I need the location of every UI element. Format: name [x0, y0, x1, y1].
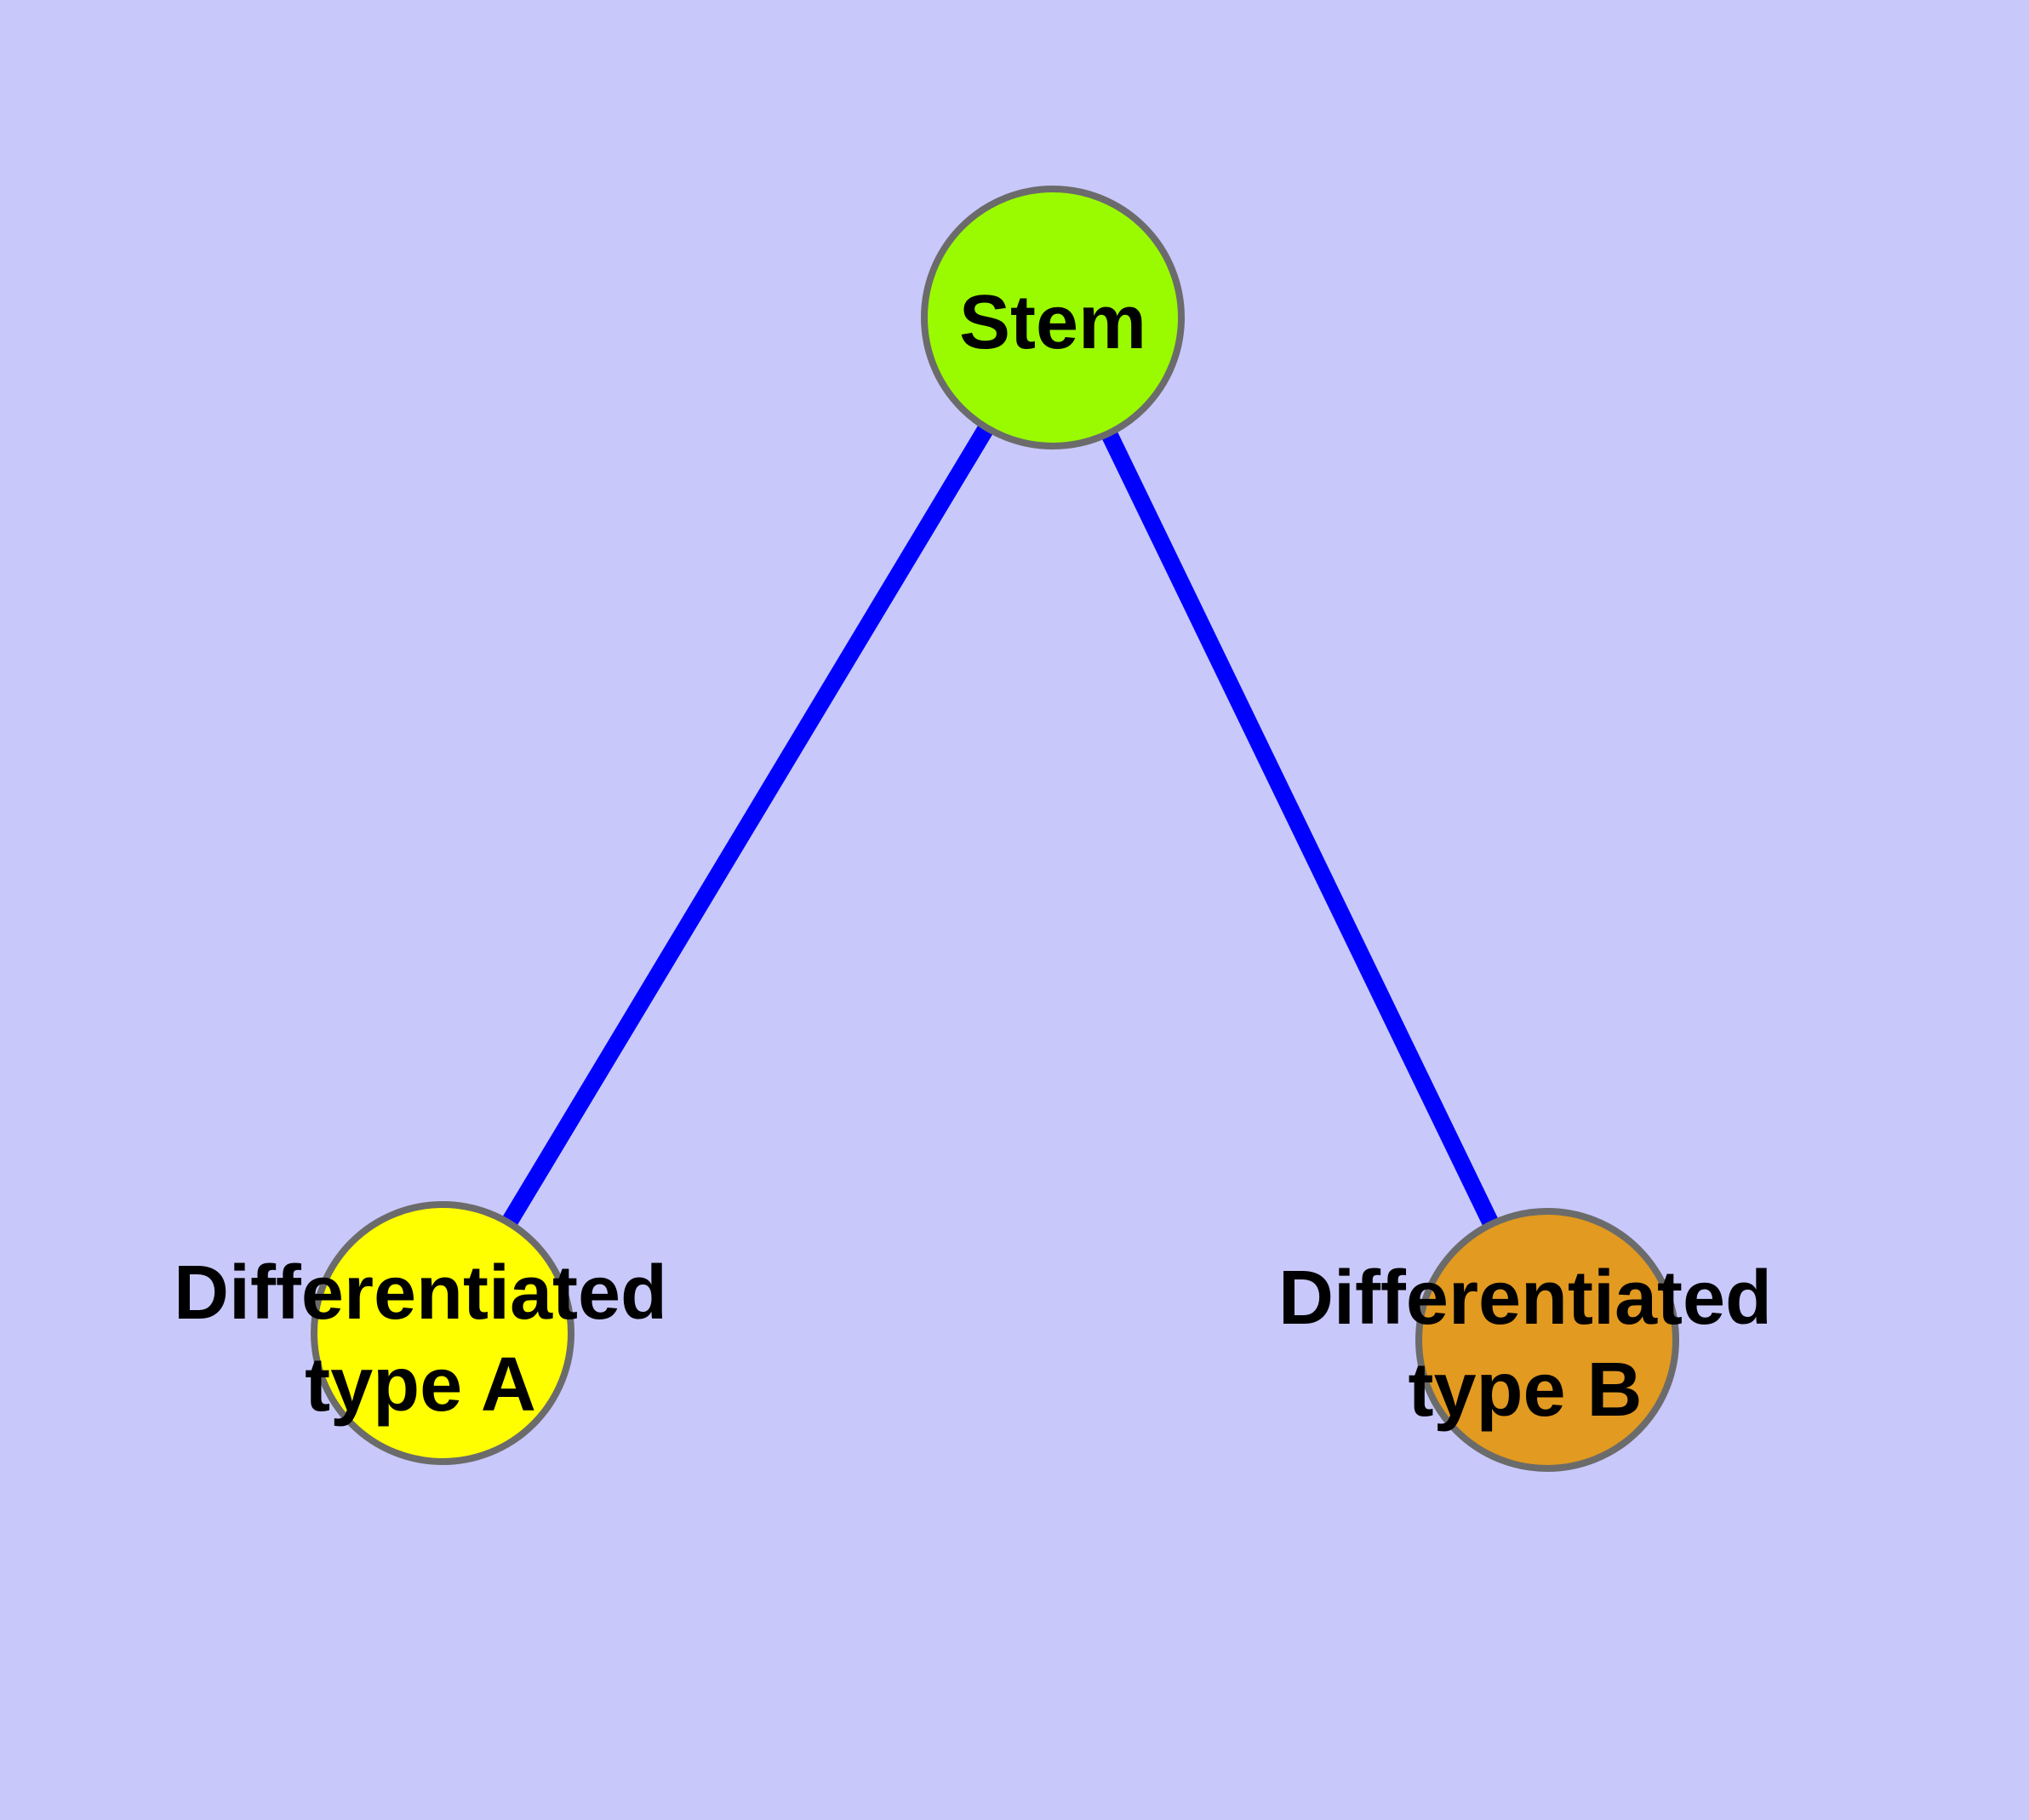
node-differentiated-type-b: Differentiated type B	[1278, 1208, 1772, 1472]
node-differentiated-type-a: Differentiated type A	[174, 1201, 667, 1465]
edge-stem-to-type-a	[435, 312, 1060, 1338]
node-differentiated-type-b-label-line2: type B	[1408, 1348, 1642, 1433]
node-stem-circle	[921, 186, 1185, 449]
node-differentiated-type-b-circle	[1415, 1208, 1679, 1472]
node-differentiated-type-a-circle	[311, 1201, 574, 1465]
node-differentiated-type-a-label-line2: type A	[305, 1342, 536, 1428]
node-stem-label: Stem	[959, 280, 1146, 365]
node-stem: Stem	[921, 186, 1185, 449]
edge-stem-to-type-b	[1044, 313, 1556, 1344]
node-differentiated-type-b-label-line1: Differentiated	[1278, 1256, 1772, 1341]
node-differentiated-type-a-label-line1: Differentiated	[174, 1251, 667, 1336]
